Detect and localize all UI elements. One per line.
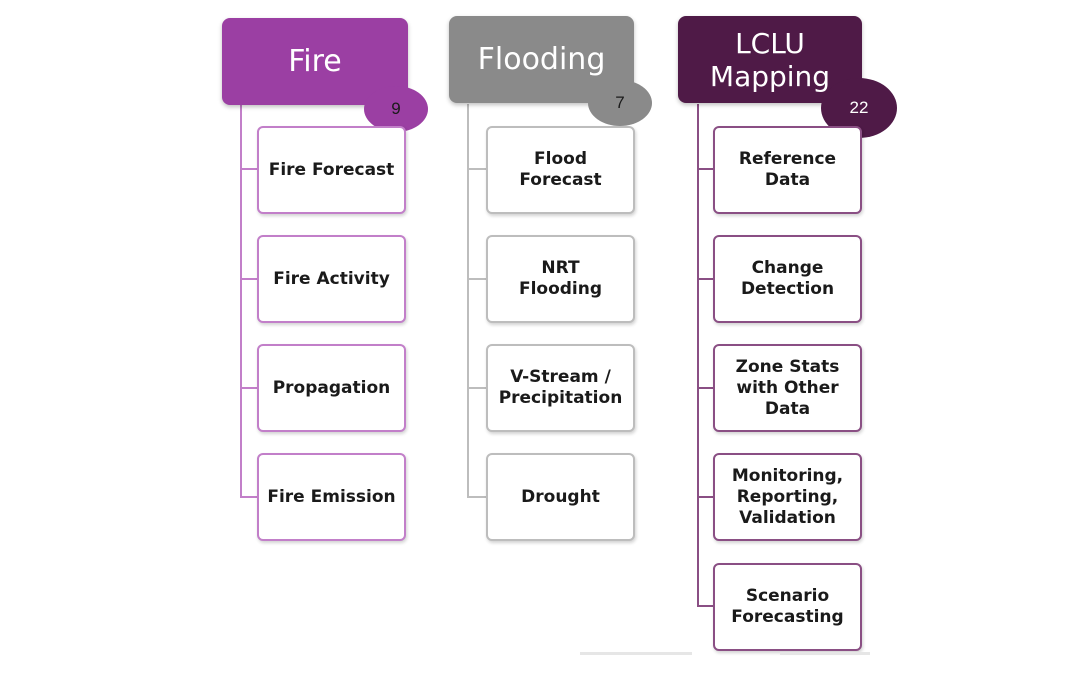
lclu-connector-branch bbox=[697, 278, 715, 280]
flooding-connector-branch bbox=[467, 387, 487, 389]
flooding-category-title: Flooding bbox=[477, 42, 606, 77]
flooding-count-badge: 7 bbox=[588, 80, 652, 126]
lclu-item: Reference Data bbox=[713, 126, 862, 214]
lclu-category-header: LCLU Mapping bbox=[678, 16, 862, 103]
fire-item-label: Fire Forecast bbox=[268, 159, 395, 180]
fire-item: Propagation bbox=[257, 344, 406, 432]
flooding-connector-branch bbox=[467, 168, 487, 170]
fire-item-label: Propagation bbox=[272, 377, 391, 398]
fire-count-value: 9 bbox=[391, 99, 401, 118]
fire-connector-branch bbox=[240, 387, 258, 389]
fire-item-label: Fire Emission bbox=[267, 486, 396, 507]
flooding-connector-branch bbox=[467, 496, 487, 498]
fire-item: Fire Forecast bbox=[257, 126, 406, 214]
lclu-item: Zone Stats with Other Data bbox=[713, 344, 862, 432]
lclu-item: Change Detection bbox=[713, 235, 862, 323]
fire-connector-branch bbox=[240, 168, 258, 170]
lclu-item-label: Zone Stats with Other Data bbox=[735, 356, 840, 419]
lclu-item-label: Monitoring, Reporting, Validation bbox=[731, 465, 844, 528]
fire-category-header: Fire bbox=[222, 18, 408, 105]
lclu-item-label: Change Detection bbox=[740, 258, 835, 299]
lclu-item: Scenario Forecasting bbox=[713, 563, 862, 651]
bottom-divider bbox=[580, 652, 692, 655]
lclu-connector-branch bbox=[697, 605, 715, 607]
fire-count-badge: 9 bbox=[364, 86, 428, 132]
flooding-item: Drought bbox=[486, 453, 635, 541]
flooding-item-label: NRT Flooding bbox=[518, 258, 603, 299]
fire-category-title: Fire bbox=[288, 44, 342, 79]
fire-connector-trunk bbox=[240, 104, 242, 497]
flooding-connector-branch bbox=[467, 278, 487, 280]
flooding-item-label: Drought bbox=[521, 486, 600, 507]
lclu-connector-branch bbox=[697, 496, 715, 498]
flooding-connector-trunk bbox=[467, 104, 469, 497]
lclu-connector-branch bbox=[697, 168, 715, 170]
fire-connector-branch bbox=[240, 496, 258, 498]
flooding-item-label: Flood Forecast bbox=[519, 149, 602, 190]
fire-item-label: Fire Activity bbox=[273, 268, 390, 289]
lclu-connector-trunk bbox=[697, 104, 699, 607]
lclu-item: Monitoring, Reporting, Validation bbox=[713, 453, 862, 541]
flooding-item: NRT Flooding bbox=[486, 235, 635, 323]
lclu-item-label: Reference Data bbox=[738, 149, 837, 190]
lclu-count-value: 22 bbox=[849, 98, 869, 117]
lclu-connector-branch bbox=[697, 387, 715, 389]
lclu-category-title: LCLU Mapping bbox=[709, 26, 831, 93]
fire-connector-branch bbox=[240, 278, 258, 280]
lclu-item-label: Scenario Forecasting bbox=[731, 586, 844, 627]
fire-item: Fire Emission bbox=[257, 453, 406, 541]
flooding-item: V-Stream / Precipitation bbox=[486, 344, 635, 432]
flooding-item-label: V-Stream / Precipitation bbox=[498, 367, 623, 408]
fire-item: Fire Activity bbox=[257, 235, 406, 323]
bottom-divider bbox=[780, 652, 870, 655]
flooding-item: Flood Forecast bbox=[486, 126, 635, 214]
flooding-count-value: 7 bbox=[615, 93, 625, 112]
